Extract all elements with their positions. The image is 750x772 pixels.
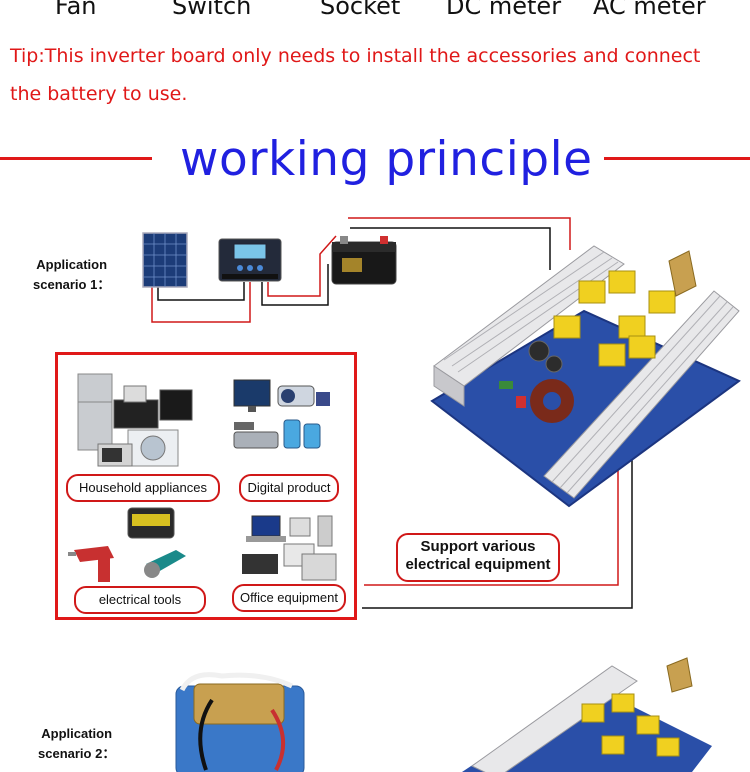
digital-products-image	[233, 379, 330, 449]
wire-controller-battery-red	[267, 235, 337, 297]
household-appliances-image	[77, 373, 193, 467]
battery-icon	[331, 236, 397, 285]
label-dc-meter: DC meter	[446, 0, 562, 20]
support-line-2: electrical equipment	[405, 556, 551, 573]
category-household-appliances: Household appliances	[66, 474, 220, 502]
electrical-tools-image	[68, 507, 186, 582]
section-heading: working principle	[180, 132, 593, 187]
wire-panel-controller-red	[151, 282, 251, 323]
scenario-2-line-1: Application	[41, 726, 113, 741]
tip-line-2: the battery to use.	[10, 83, 188, 105]
heading-divider-left	[0, 157, 152, 160]
office-equipment-image	[242, 515, 337, 581]
tip-line-1: Tip:This inverter board only needs to in…	[10, 45, 701, 67]
scenario-2-label: Application scenario 2：	[38, 724, 115, 764]
wire-controller-battery-black	[261, 264, 329, 306]
label-ac-meter: AC meter	[593, 0, 706, 20]
battery-pack-image	[175, 672, 305, 772]
solar-panel-icon	[142, 232, 188, 288]
label-fan: Fan	[55, 0, 97, 20]
scenario-2-line-2: scenario 2：	[38, 746, 116, 761]
wire-battery-inverter-red	[348, 217, 571, 250]
heading-divider-right	[604, 157, 750, 160]
label-switch: Switch	[172, 0, 252, 20]
scenario-1-label: Application scenario 1：	[33, 255, 110, 295]
inverter-board-image-2	[462, 657, 712, 772]
support-equipment-label: Support various electrical equipment	[396, 533, 560, 582]
category-office-equipment: Office equipment	[232, 584, 346, 612]
category-digital-product: Digital product	[239, 474, 339, 502]
wire-inverter-equipment-black	[362, 452, 633, 609]
wire-panel-controller-black	[157, 282, 245, 301]
inverter-board-image	[430, 245, 741, 508]
scenario-1-line-2: scenario 1：	[33, 277, 111, 292]
label-socket: Socket	[320, 0, 401, 20]
category-electrical-tools: electrical tools	[74, 586, 206, 614]
charge-controller-icon	[218, 238, 282, 282]
scenario-1-line-1: Application	[36, 257, 108, 272]
support-line-1: Support various	[420, 538, 536, 555]
wire-battery-inverter-black	[350, 227, 551, 270]
wire-inverter-equipment-red	[364, 468, 619, 586]
